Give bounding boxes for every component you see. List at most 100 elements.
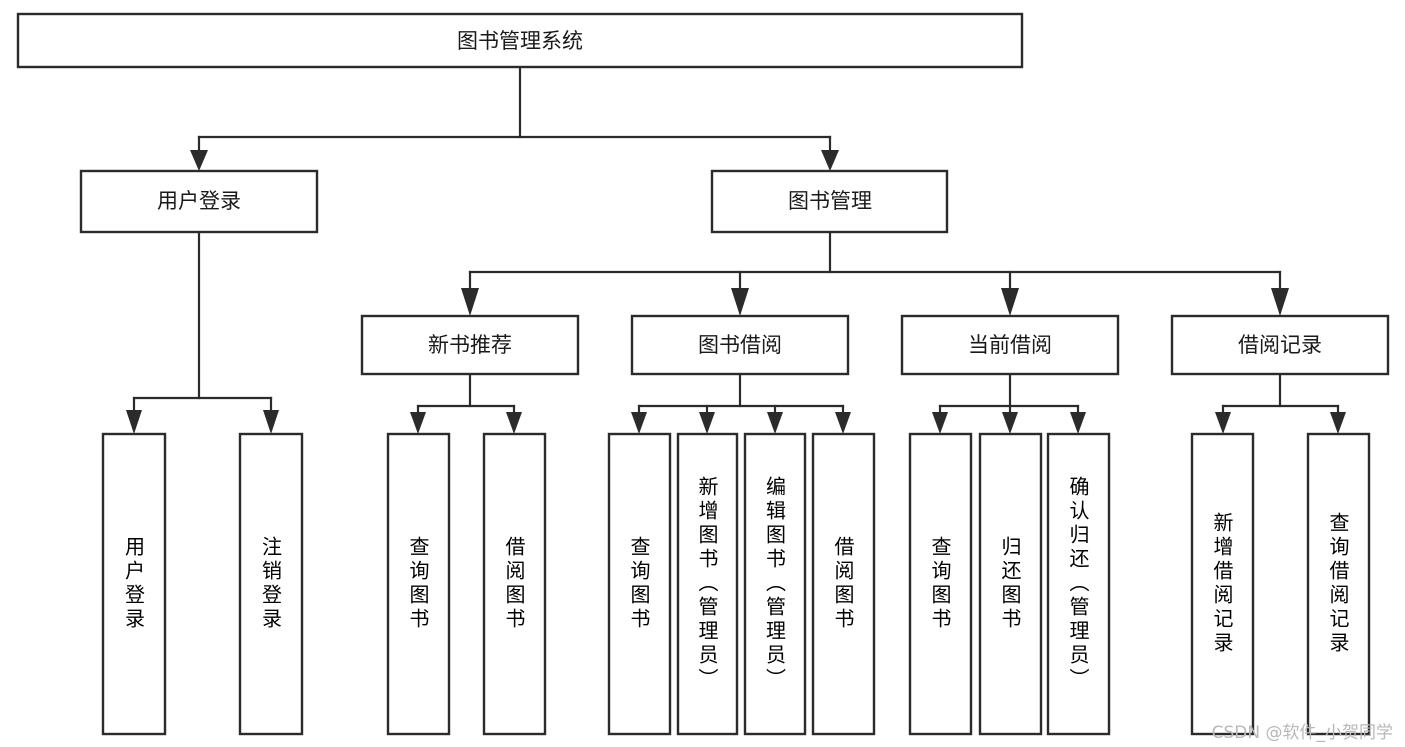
arrow-borrow-leaf-4 xyxy=(835,412,851,434)
arrow-manage-to-record xyxy=(1271,288,1289,316)
node-borrow-record-box[interactable] xyxy=(1170,314,1390,376)
arrow-current-leaf-1 xyxy=(932,412,948,434)
connector-group-book-manage xyxy=(461,230,1289,316)
arrow-record-leaf-1 xyxy=(1215,412,1231,434)
leaf-recommend-borrow-book-box[interactable] xyxy=(482,432,547,736)
arrow-login-leaf-1 xyxy=(126,410,142,434)
leaf-borrow-borrow-book-label: 借阅图书 xyxy=(831,536,855,632)
node-book-borrow-box[interactable] xyxy=(630,314,850,376)
leaf-borrow-edit-book-admin-label: 编辑图书（管理员） xyxy=(762,476,787,692)
arrow-record-leaf-2 xyxy=(1330,412,1346,434)
leaf-borrow-query-book-box[interactable] xyxy=(607,432,672,736)
node-borrow-record-label: 借阅记录 xyxy=(1238,333,1322,357)
node-user-login[interactable]: 用户登录 xyxy=(79,169,319,234)
node-user-login-label: 用户登录 xyxy=(157,189,241,213)
leaf-user-login-logout-label: 注销登录 xyxy=(258,536,283,632)
leaf-record-add-record-text-wrap: 新增借阅记录 xyxy=(1210,512,1234,656)
arrow-recommend-leaf-1 xyxy=(410,412,426,434)
node-book-management[interactable]: 图书管理 xyxy=(710,169,949,234)
leaf-recommend-borrow-book-label: 借阅图书 xyxy=(502,536,526,632)
leaf-user-login-logout-text-wrap: 注销登录 xyxy=(258,536,283,632)
leaf-recommend-query-book-box[interactable] xyxy=(386,432,451,736)
leaf-user-login-login[interactable]: 用户登录 xyxy=(101,432,167,736)
node-book-borrow-label: 图书借阅 xyxy=(698,333,782,357)
arrow-manage-to-recommend xyxy=(461,288,479,316)
leaf-current-confirm-return-admin-box[interactable] xyxy=(1046,432,1111,736)
leaf-recommend-query-book-label: 查询图书 xyxy=(406,536,430,632)
node-current-borrow[interactable]: 当前借阅 xyxy=(900,314,1120,376)
arrow-borrow-leaf-1 xyxy=(631,412,647,434)
leaf-record-query-record[interactable]: 查询借阅记录 xyxy=(1306,432,1371,736)
arrow-manage-to-current xyxy=(1001,288,1019,316)
leaf-user-login-logout-box[interactable] xyxy=(238,432,304,736)
leaf-current-return-book[interactable]: 归还图书 xyxy=(978,432,1043,736)
arrow-manage-to-borrow xyxy=(731,288,749,316)
leaf-borrow-borrow-book[interactable]: 借阅图书 xyxy=(811,432,876,736)
arrow-root-to-manage xyxy=(821,150,839,171)
leaf-borrow-edit-book-admin[interactable]: 编辑图书（管理员） xyxy=(743,432,807,736)
leaf-recommend-borrow-book-text-wrap: 借阅图书 xyxy=(502,536,526,632)
leaf-borrow-query-book[interactable]: 查询图书 xyxy=(607,432,672,736)
arrow-current-leaf-3 xyxy=(1070,412,1086,434)
arrow-current-leaf-2 xyxy=(1002,412,1018,434)
leaf-current-query-book-label: 查询图书 xyxy=(928,536,952,632)
leaf-current-confirm-return-admin[interactable]: 确认归还（管理员） xyxy=(1046,432,1111,736)
leaf-user-login-login-text-wrap: 用户登录 xyxy=(121,536,146,632)
leaf-record-add-record[interactable]: 新增借阅记录 xyxy=(1190,432,1255,736)
leaf-borrow-add-book-admin[interactable]: 新增图书（管理员） xyxy=(676,432,739,736)
leaf-current-return-book-box[interactable] xyxy=(978,432,1043,736)
connector-group-record xyxy=(1215,372,1346,434)
arrow-recommend-leaf-2 xyxy=(506,412,522,434)
node-root-box[interactable] xyxy=(16,12,1024,69)
leaf-user-login-login-box[interactable] xyxy=(101,432,167,736)
leaf-recommend-query-book[interactable]: 查询图书 xyxy=(386,432,451,736)
leaf-borrow-query-book-label: 查询图书 xyxy=(627,536,651,632)
leaf-borrow-add-book-admin-label: 新增图书（管理员） xyxy=(695,476,719,692)
leaf-borrow-edit-book-admin-box[interactable] xyxy=(743,432,807,736)
leaf-borrow-borrow-book-text-wrap: 借阅图书 xyxy=(831,536,855,632)
leaf-record-query-record-label: 查询借阅记录 xyxy=(1326,512,1350,656)
leaf-current-query-book-box[interactable] xyxy=(908,432,973,736)
leaf-current-query-book[interactable]: 查询图书 xyxy=(908,432,973,736)
node-new-book-recommend[interactable]: 新书推荐 xyxy=(360,314,580,376)
leaf-recommend-query-book-text-wrap: 查询图书 xyxy=(406,536,430,632)
connector-group-current xyxy=(932,372,1086,434)
leaf-borrow-add-book-admin-text-wrap: 新增图书（管理员） xyxy=(695,476,719,692)
leaf-current-confirm-return-admin-text-wrap: 确认归还（管理员） xyxy=(1066,476,1090,692)
node-root-label: 图书管理系统 xyxy=(457,29,583,53)
leaf-borrow-edit-book-admin-text-wrap: 编辑图书（管理员） xyxy=(762,476,787,692)
leaf-record-query-record-box[interactable] xyxy=(1306,432,1371,736)
leaf-user-login-logout[interactable]: 注销登录 xyxy=(238,432,304,736)
leaf-current-query-book-text-wrap: 查询图书 xyxy=(928,536,952,632)
node-user-login-box[interactable] xyxy=(79,169,319,234)
connector-group-recommend xyxy=(410,372,522,434)
node-new-book-recommend-box[interactable] xyxy=(360,314,580,376)
arrow-borrow-leaf-2 xyxy=(699,412,715,434)
node-new-book-recommend-label: 新书推荐 xyxy=(428,333,512,357)
node-borrow-record[interactable]: 借阅记录 xyxy=(1170,314,1390,376)
arrow-login-leaf-2 xyxy=(263,410,279,434)
node-book-management-box[interactable] xyxy=(710,169,949,234)
leaf-current-return-book-text-wrap: 归还图书 xyxy=(998,536,1022,632)
node-book-borrow[interactable]: 图书借阅 xyxy=(630,314,850,376)
leaf-recommend-borrow-book[interactable]: 借阅图书 xyxy=(482,432,547,736)
leaf-user-login-login-label: 用户登录 xyxy=(121,536,146,632)
leaf-borrow-add-book-admin-box[interactable] xyxy=(676,432,739,736)
leaf-current-return-book-label: 归还图书 xyxy=(998,536,1022,632)
node-book-management-label: 图书管理 xyxy=(788,189,872,213)
connector-group-root xyxy=(190,65,839,171)
connector-group-user-login xyxy=(126,230,279,434)
arrow-borrow-leaf-3 xyxy=(767,412,783,434)
leaf-current-confirm-return-admin-label: 确认归还（管理员） xyxy=(1066,476,1090,692)
leaf-record-add-record-label: 新增借阅记录 xyxy=(1210,512,1234,656)
node-current-borrow-box[interactable] xyxy=(900,314,1120,376)
leaf-borrow-borrow-book-box[interactable] xyxy=(811,432,876,736)
leaf-record-add-record-box[interactable] xyxy=(1190,432,1255,736)
leaf-record-query-record-text-wrap: 查询借阅记录 xyxy=(1326,512,1350,656)
leaf-borrow-query-book-text-wrap: 查询图书 xyxy=(627,536,651,632)
node-root-book-management-system[interactable]: 图书管理系统 xyxy=(16,12,1024,69)
arrow-root-to-login xyxy=(190,150,208,171)
connector-group-borrow xyxy=(631,372,851,434)
